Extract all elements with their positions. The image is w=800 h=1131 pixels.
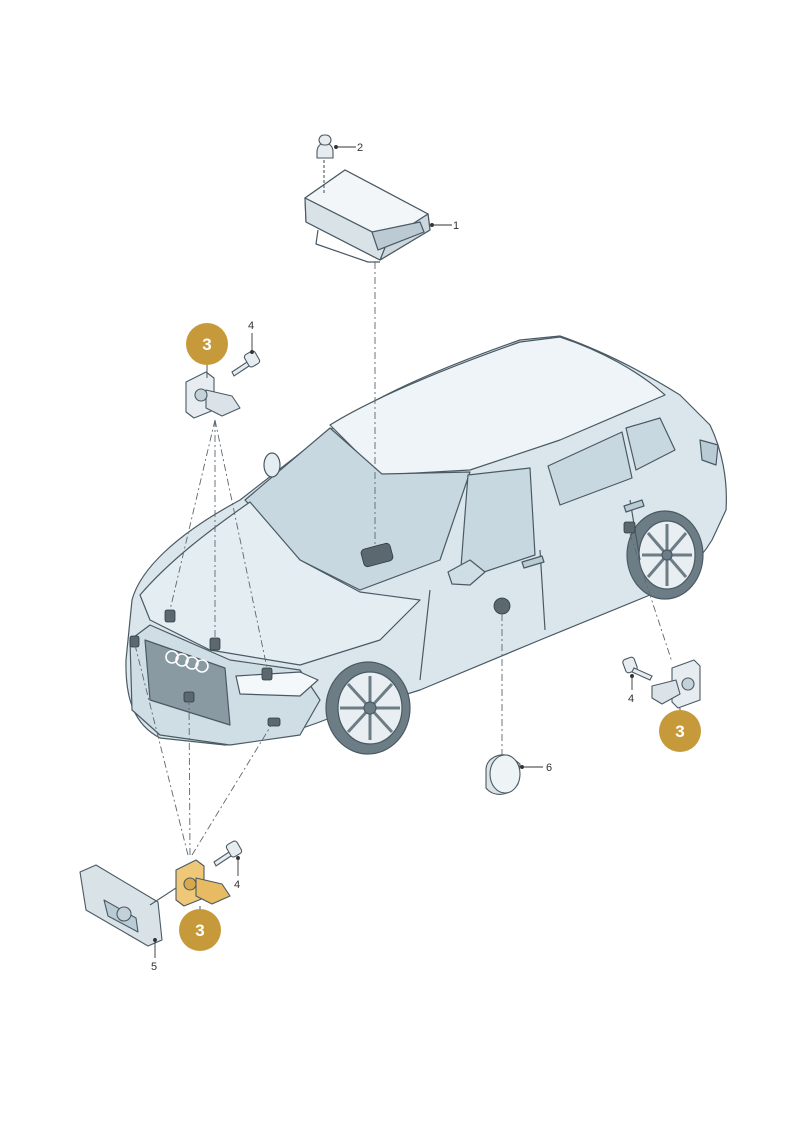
sensor-location-6 bbox=[267, 717, 281, 727]
door-handle-front bbox=[521, 555, 545, 569]
control-unit-location bbox=[360, 542, 394, 568]
callout-6: 6 bbox=[546, 762, 552, 774]
side-window-front bbox=[459, 467, 536, 581]
sensor-location-2 bbox=[209, 637, 221, 651]
callout-4-bottom: 4 bbox=[234, 879, 240, 891]
badge-top-left-label: 3 bbox=[202, 335, 211, 354]
bolt-top-left bbox=[231, 350, 261, 377]
grille-rings bbox=[165, 650, 209, 673]
control-unit-part bbox=[304, 169, 431, 263]
crash-sensor-right bbox=[651, 659, 701, 709]
rear-wheel bbox=[626, 510, 704, 600]
side-window-rear bbox=[547, 431, 633, 506]
sensor-markers bbox=[129, 521, 636, 727]
headlight bbox=[235, 671, 319, 697]
bolt-right bbox=[622, 656, 653, 681]
leader-lines bbox=[134, 262, 673, 856]
callout-4-right: 4 bbox=[628, 693, 634, 705]
crash-sensor-bottom-highlighted bbox=[175, 859, 231, 907]
door-pressure-sensor-part bbox=[485, 754, 521, 795]
sensor-location-4 bbox=[129, 635, 140, 648]
hood bbox=[139, 501, 421, 666]
front-wheel bbox=[325, 661, 411, 755]
crash-sensor-top bbox=[185, 371, 241, 419]
front-grille bbox=[144, 639, 231, 726]
door-sensor-location bbox=[493, 597, 511, 615]
rear-sensor-location bbox=[623, 521, 636, 534]
car-illustration bbox=[125, 335, 727, 755]
bolt-bottom bbox=[213, 840, 243, 867]
badge-top-left: 3 bbox=[186, 323, 228, 378]
bracket-part bbox=[79, 864, 177, 947]
side-mirror bbox=[447, 559, 486, 586]
rear-light bbox=[699, 439, 719, 466]
door-handle-rear bbox=[623, 499, 645, 513]
callout-4-top: 4 bbox=[248, 320, 254, 332]
callout-1: 1 bbox=[453, 220, 459, 232]
callout-5: 5 bbox=[151, 961, 157, 973]
car-roof bbox=[329, 336, 666, 476]
sensor-location-1 bbox=[164, 609, 176, 623]
callout-2: 2 bbox=[357, 142, 363, 154]
mirror-ghost bbox=[263, 452, 281, 478]
nut-part bbox=[316, 134, 334, 195]
badge-bottom: 3 bbox=[179, 906, 221, 951]
badge-bottom-label: 3 bbox=[195, 921, 204, 940]
sensor-location-3 bbox=[261, 667, 273, 681]
callout-pointers bbox=[153, 145, 634, 958]
badge-right: 3 bbox=[659, 708, 701, 752]
badge-right-label: 3 bbox=[675, 722, 684, 741]
side-window-quarter bbox=[625, 417, 676, 471]
